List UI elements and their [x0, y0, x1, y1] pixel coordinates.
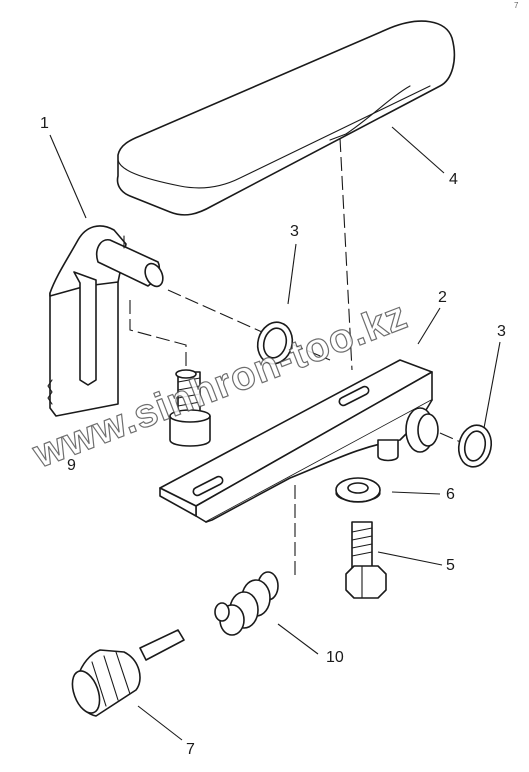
part-10-bellows: [214, 571, 279, 636]
callout-3-right: 3: [497, 323, 506, 340]
callout-1: 1: [40, 115, 49, 132]
callout-2: 2: [438, 289, 447, 306]
callout-7: 7: [186, 741, 195, 758]
leader-lines: [49, 126, 501, 741]
part-2-channel-bracket: [159, 359, 439, 523]
part-3-retaining-ring-left: [256, 321, 294, 365]
callout-10: 10: [326, 649, 344, 666]
callout-6: 6: [446, 486, 455, 503]
part-9-socket-screw: [169, 369, 211, 447]
part-4-arm-pad: [116, 20, 456, 216]
callout-5: 5: [446, 557, 455, 574]
part-3-retaining-ring-right: [457, 424, 493, 468]
part-1-slotted-bracket: [47, 225, 164, 417]
corner-mark: 7: [514, 1, 519, 10]
callout-3-left: 3: [290, 223, 299, 240]
callout-labels: 1 3 2 3 4 5 6 7 9 10 7: [40, 1, 519, 758]
callout-9: 9: [67, 457, 76, 474]
part-6-washer: [335, 477, 381, 503]
callout-4: 4: [449, 171, 458, 188]
part-7-grip-knob: [71, 629, 185, 717]
part-5-hex-bolt: [345, 521, 387, 599]
